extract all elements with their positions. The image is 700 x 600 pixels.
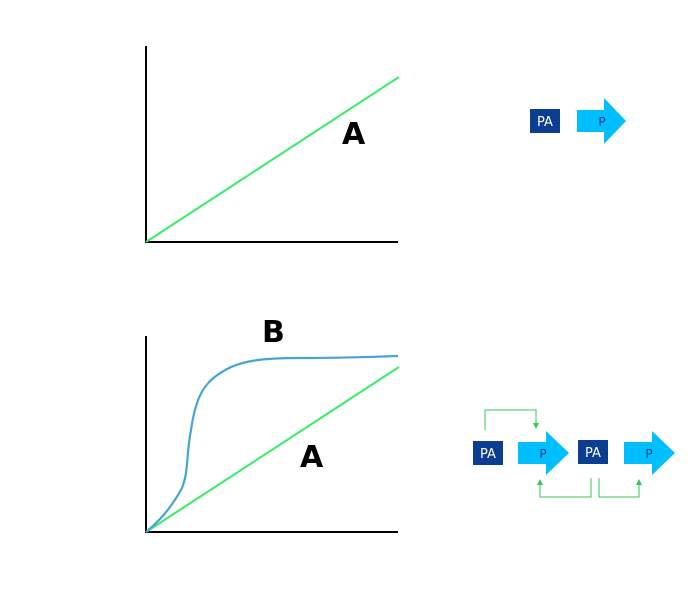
bottom-pa-box-2: PA xyxy=(578,440,608,464)
bottom-pa-label-1: PA xyxy=(480,447,496,462)
bottom-pa-label-2: PA xyxy=(585,446,601,461)
top-pa-label: PA xyxy=(537,115,553,130)
bottom-p-arrow-1: P xyxy=(518,431,569,475)
bottom-p-label-1: P xyxy=(539,447,546,461)
top-line-a xyxy=(145,76,400,243)
bottom-curve-b xyxy=(145,354,399,533)
top-p-arrow: P xyxy=(577,98,626,144)
bottom-p-label-2: P xyxy=(645,447,652,461)
feedback-arrow-3 xyxy=(598,478,642,498)
bottom-graph: B A xyxy=(145,315,400,533)
bottom-curve-b-label: B xyxy=(262,315,285,350)
top-graph: A xyxy=(145,46,400,243)
bottom-p-arrow-2: P xyxy=(624,431,675,475)
bottom-pathway: PA P PA P xyxy=(473,409,675,498)
bottom-curve-a-label: A xyxy=(300,440,324,475)
feedback-arrow-1 xyxy=(484,409,539,430)
bottom-pa-box-1: PA xyxy=(473,441,503,465)
top-pa-box: PA xyxy=(530,109,560,133)
feedback-arrow-2 xyxy=(537,478,592,498)
bottom-line-a xyxy=(145,366,400,533)
top-curve-a-label: A xyxy=(342,117,366,152)
top-p-label: P xyxy=(598,115,605,129)
top-pathway: PA P xyxy=(530,98,626,144)
